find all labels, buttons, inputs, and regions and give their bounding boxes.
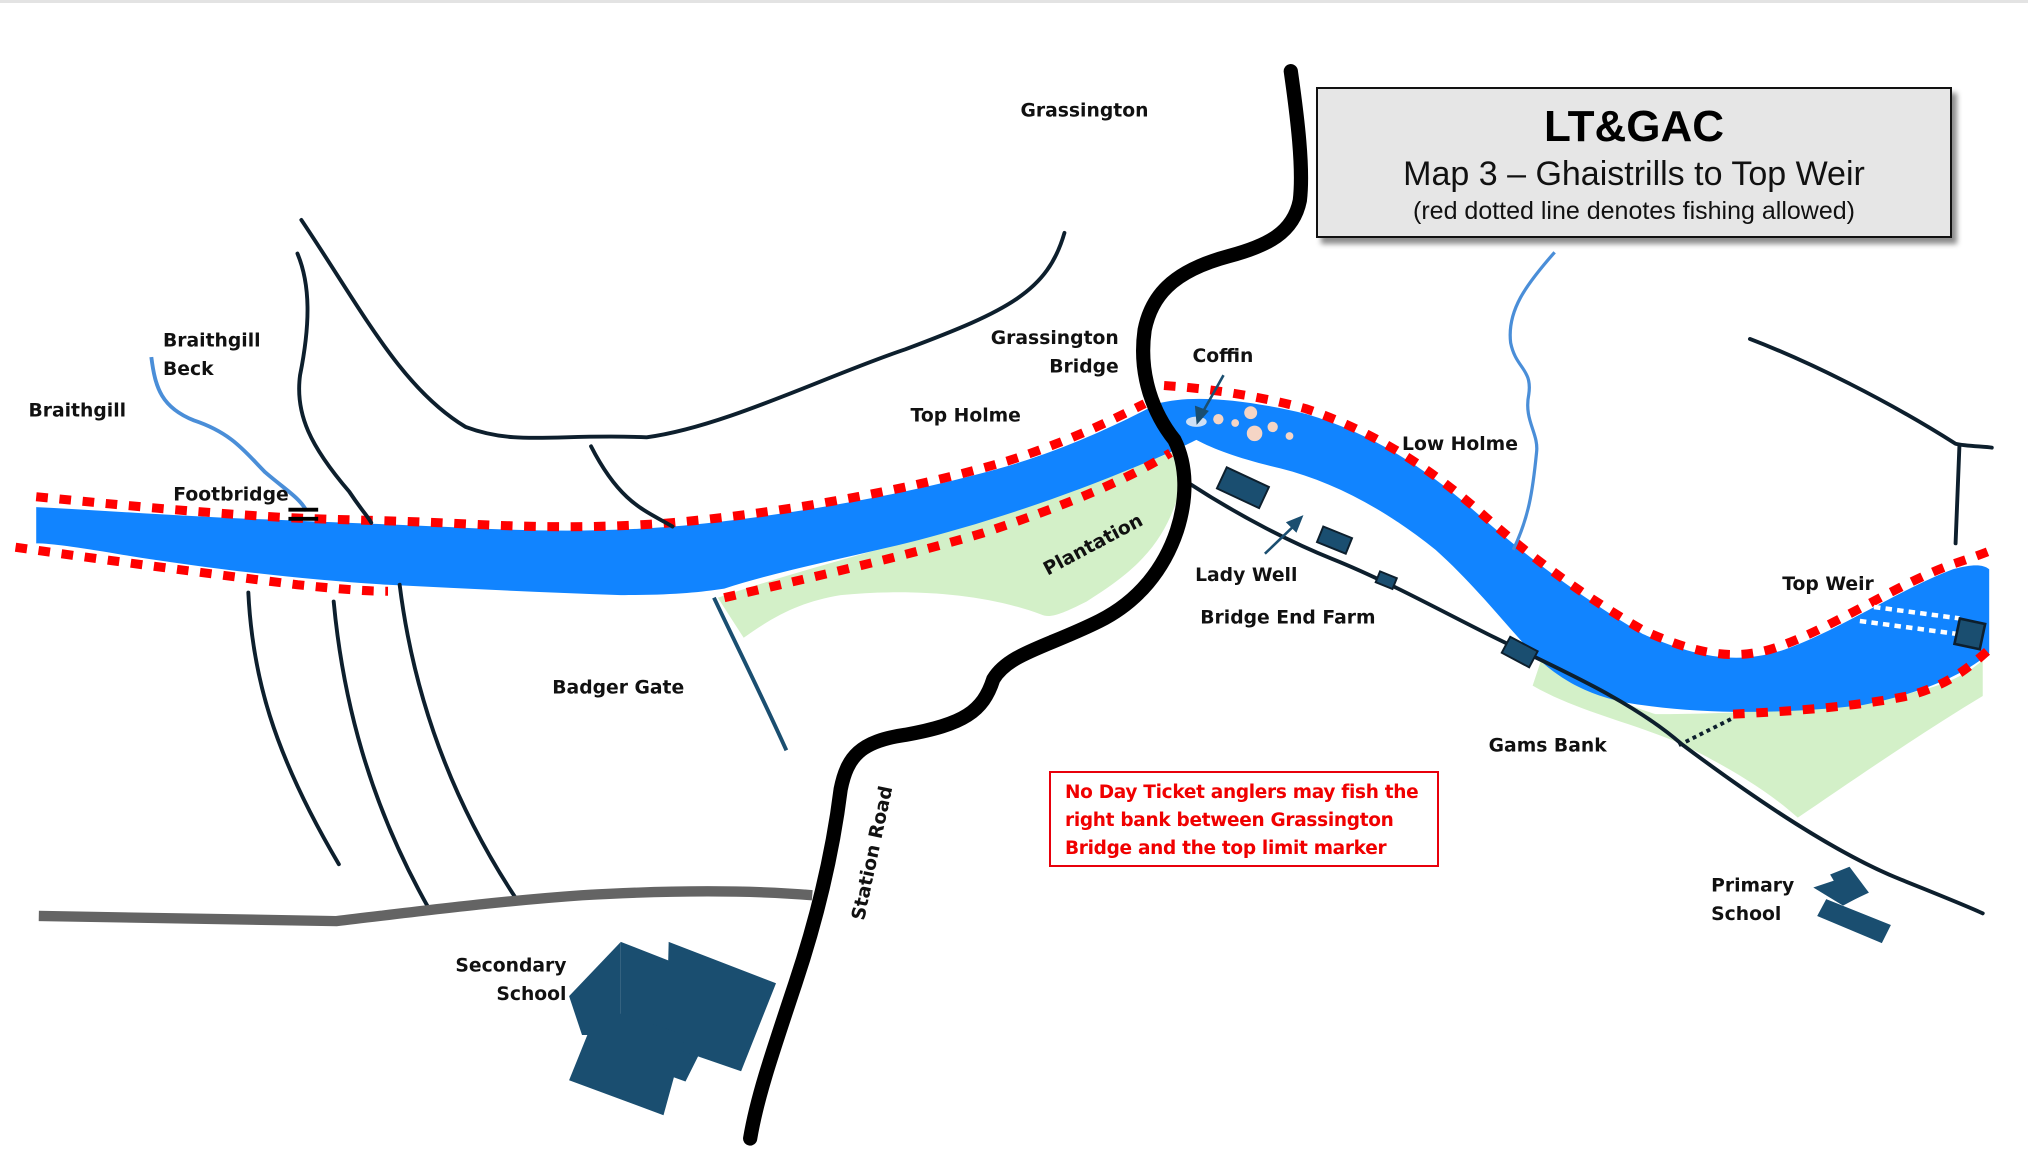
building-bridge-end-3 (1374, 570, 1399, 591)
rock (1246, 425, 1263, 442)
building-gams-bank (1500, 635, 1539, 669)
rock (1244, 406, 1258, 420)
lady-well-arrow (1264, 515, 1304, 555)
right-bank-lower-dotted (14, 542, 389, 596)
label-low-holme: Low Holme (1402, 434, 1518, 455)
label-secondary-school: Secondary (455, 956, 566, 977)
rock (1231, 419, 1240, 427)
label-braithgill-beck-2: Beck (163, 359, 214, 380)
station-road (743, 64, 1309, 1146)
building-bridge-end-1 (1215, 466, 1271, 510)
river-wharfe (36, 398, 1990, 712)
plantation-woodland (717, 450, 1180, 638)
label-coffin: Coffin (1192, 346, 1253, 367)
wall-grassington-north (299, 217, 1067, 440)
wall-braithgill-west (295, 251, 374, 525)
rock (1213, 413, 1224, 425)
label-top-weir: Top Weir (1782, 574, 1874, 595)
label-primary-school: Primary (1711, 875, 1794, 896)
gams-bank-woodland (1532, 646, 1983, 818)
label-top-holme: Top Holme (911, 406, 1021, 427)
rock (1267, 421, 1278, 433)
day-ticket-notice: No Day Ticket anglers may fish the right… (1049, 771, 1439, 867)
low-holme-bank-dotted (1163, 381, 1991, 660)
map-title-box: LT&GAC Map 3 – Ghaistrills to Top Weir (… (1316, 87, 1952, 238)
buildings (1215, 466, 1539, 669)
secondary-school-building (569, 941, 777, 1116)
label-station-road: Station Road (848, 784, 897, 922)
coffin-arrow (1194, 374, 1225, 425)
rock (1285, 432, 1294, 440)
wall-north-branch (589, 444, 675, 529)
label-braithgill-beck: Braithgill (163, 331, 261, 352)
fishing-allowed-lines (14, 381, 1993, 719)
field-wall-3 (397, 582, 517, 899)
left-bank-upper-dotted (35, 399, 1147, 532)
label-footbridge: Footbridge (173, 485, 288, 506)
label-grassington-bridge: Grassington (991, 328, 1119, 349)
label-grassington-bridge-2: Bridge (1049, 357, 1119, 378)
label-lady-well: Lady Well (1195, 565, 1297, 586)
label-gams-bank: Gams Bank (1489, 736, 1608, 757)
weir-marker (1952, 617, 1987, 651)
field-wall-1 (246, 590, 341, 867)
badger-gate-path (712, 596, 789, 752)
top-weir-lane (1747, 337, 1994, 450)
primary-school-building (1813, 866, 1891, 944)
label-braithgill: Braithgill (28, 401, 126, 422)
gams-bank-dotted (1732, 646, 1993, 719)
minor-roads (246, 217, 1994, 916)
gams-bank-footpath (1677, 716, 1734, 747)
top-weir-lane-spur (1953, 443, 1962, 546)
legend-note: (red dotted line denotes fishing allowed… (1413, 197, 1855, 225)
footbridge (288, 507, 319, 521)
top-edge-strip (0, 0, 2028, 3)
label-grassington: Grassington (1020, 100, 1148, 121)
stream-low-holme (1508, 251, 1556, 551)
building-bridge-end-2 (1315, 525, 1354, 555)
top-weir (1859, 603, 1960, 637)
label-badger-gate: Badger Gate (552, 677, 684, 698)
label-bridge-end-farm: Bridge End Farm (1200, 608, 1375, 629)
map-name: Map 3 – Ghaistrills to Top Weir (1403, 155, 1865, 193)
plantation-bank-dotted (723, 448, 1173, 603)
club-title: LT&GAC (1543, 102, 1725, 151)
label-secondary-school-2: School (496, 984, 566, 1005)
southern-track (38, 886, 813, 927)
label-primary-school-2: School (1711, 904, 1781, 925)
braithgill-beck-stream (149, 356, 309, 512)
field-wall-2 (331, 599, 432, 912)
gams-bank-road (1187, 481, 1985, 916)
